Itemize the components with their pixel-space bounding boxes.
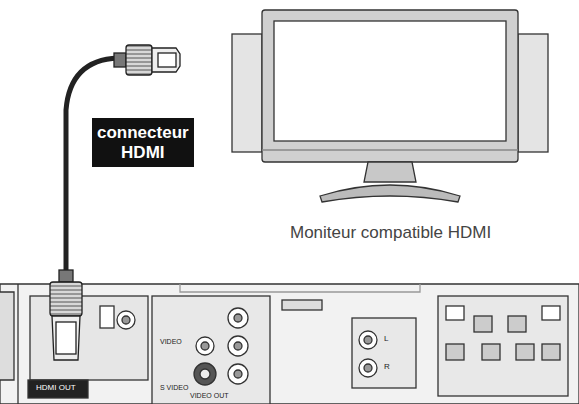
stand-base [320,185,460,202]
port-label: VIDEO [160,338,182,345]
stand-neck [364,162,416,182]
player-body [0,284,579,404]
callout-text: connecteur HDMI [97,123,189,162]
port-label: HDMI OUT [36,384,76,392]
speaker-right [518,34,548,152]
port-label: VIDEO OUT [190,392,229,399]
channel-label: L [384,335,388,343]
callout-box: connecteur HDMI [92,118,194,167]
device-label: Moniteur compatible HDMI [290,224,491,241]
monitor [232,10,548,202]
bezel [262,10,518,162]
port-label: S VIDEO [160,384,188,391]
hdmi-out-panel [28,380,88,398]
screen [274,21,506,141]
channel-label: R [384,363,390,371]
hdmi-plug-player [50,270,82,360]
speaker-left [232,34,262,152]
player [0,284,579,404]
